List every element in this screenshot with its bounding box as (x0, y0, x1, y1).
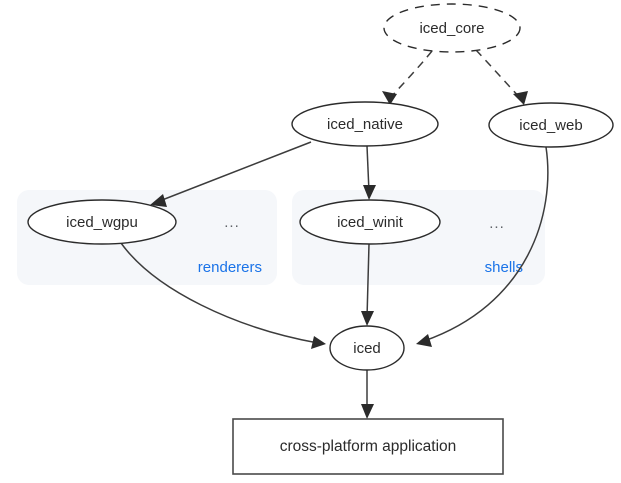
node-application-shape[interactable] (232, 418, 504, 475)
node-application-label: cross-platform application (280, 438, 457, 455)
edge-winit-to-iced-arrowhead (361, 311, 374, 326)
edge-native-to-winit (363, 145, 376, 200)
node-iced-native[interactable]: iced_native (291, 101, 439, 147)
node-iced-core[interactable]: iced_core (383, 3, 521, 53)
edge-native-to-wgpu-line (156, 141, 312, 203)
node-iced-native-label: iced_native (327, 116, 403, 133)
edge-wgpu-to-iced (120, 242, 326, 349)
node-iced-wgpu[interactable]: iced_wgpu (27, 199, 177, 245)
edge-core-to-web-arrowhead (513, 91, 528, 105)
node-iced-winit-label: iced_winit (337, 214, 404, 231)
edge-wgpu-to-iced-line (120, 242, 319, 344)
edge-iced-to-application-arrowhead (361, 404, 374, 419)
edge-native-to-winit-arrowhead (363, 185, 376, 200)
edge-core-to-native (382, 50, 433, 105)
shells-more-icon: ... (489, 215, 505, 232)
cluster-renderers-label: renderers (198, 259, 262, 276)
edge-core-to-web (475, 49, 528, 105)
node-iced-label: iced (353, 340, 381, 357)
node-iced[interactable]: iced (329, 325, 405, 371)
node-iced-core-label: iced_core (419, 20, 484, 37)
edge-web-to-iced (416, 146, 549, 347)
cluster-shells-label: shells (485, 259, 523, 276)
node-iced-web-label: iced_web (519, 117, 582, 134)
edge-core-to-web-line (475, 49, 522, 100)
edge-native-to-winit-line (366, 145, 370, 193)
node-iced-native-shape[interactable] (291, 101, 439, 147)
node-iced-web-shape[interactable] (488, 102, 614, 148)
node-application[interactable]: cross-platform application (232, 418, 504, 475)
edge-native-to-wgpu-arrowhead (150, 194, 167, 207)
node-iced-winit[interactable]: iced_winit (299, 199, 441, 245)
node-iced-wgpu-shape[interactable] (27, 199, 177, 245)
edge-core-to-native-arrowhead (382, 91, 397, 105)
edge-iced-to-application (361, 370, 374, 419)
edge-core-to-native-line (388, 50, 433, 100)
edge-winit-to-iced (361, 243, 374, 326)
node-iced-core-shape[interactable] (383, 3, 521, 53)
node-iced-winit-shape[interactable] (299, 199, 441, 245)
node-iced-shape[interactable] (329, 325, 405, 371)
edge-wgpu-to-iced-arrowhead (311, 336, 326, 349)
edge-web-to-iced-line (423, 146, 549, 342)
renderers-more-icon: ... (224, 214, 240, 231)
edge-winit-to-iced-line (366, 243, 370, 319)
edge-native-to-wgpu (150, 141, 312, 207)
node-iced-wgpu-label: iced_wgpu (66, 214, 138, 231)
edge-web-to-iced-arrowhead (416, 334, 432, 347)
node-iced-web[interactable]: iced_web (488, 102, 614, 148)
